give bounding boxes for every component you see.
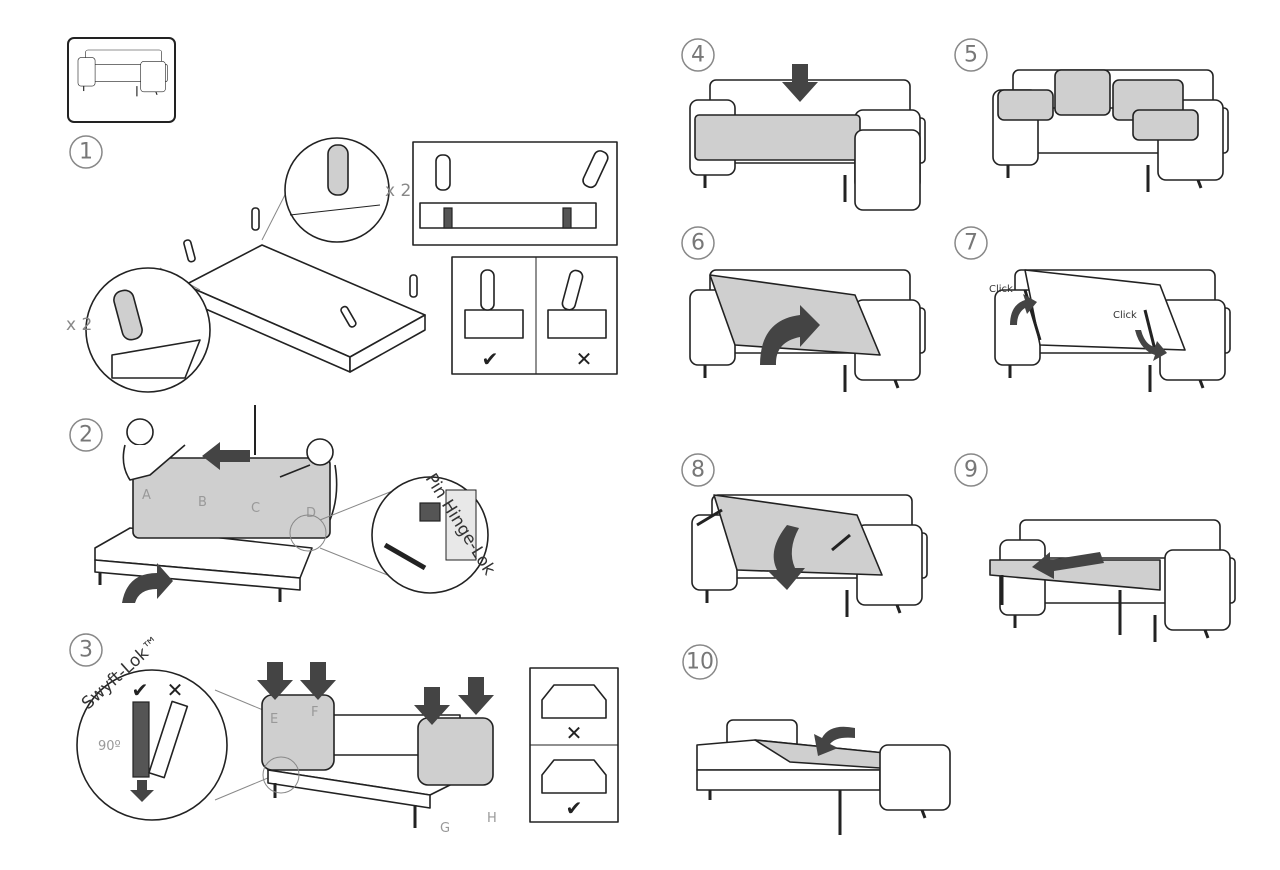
correct-mark: ✔	[566, 796, 583, 820]
step-10-fold-out-bed	[696, 719, 951, 835]
hinge-label-b: B	[198, 495, 207, 510]
step-number-10: 10	[686, 650, 714, 675]
step-1-attach-legs: x 2 x 2 ✔ ✕	[66, 137, 618, 393]
backrest	[132, 457, 331, 539]
step-number-9: 9	[964, 458, 978, 483]
step-number-2: 2	[79, 423, 93, 448]
zoom-wrong-mark: ✕	[167, 678, 184, 702]
hinge-label-d: D	[306, 506, 316, 521]
step-number-4: 4	[691, 43, 705, 68]
angle-label: 90º	[98, 739, 121, 754]
step-5-place-cushions	[991, 68, 1230, 194]
step-7-lock-supports: Click Click	[989, 268, 1232, 394]
click-label-right: Click	[1113, 310, 1137, 321]
bracket-label-f: F	[311, 705, 318, 720]
zoom-correct-mark: ✔	[132, 678, 149, 702]
bracket-label-h: H	[487, 811, 497, 826]
bracket-label-g: G	[440, 821, 450, 836]
step-4-place-seat	[688, 64, 927, 211]
step-2-attach-backrest: A B C D Pin Hinge-Lok	[94, 405, 499, 603]
quantity-label: x 2	[385, 181, 411, 201]
step-number-1: 1	[79, 140, 93, 165]
step-3-attach-armrests: Swyft-Lok™ ✔ ✕ 90º E F G H ✕ ✔	[76, 632, 619, 836]
hinge-label-c: C	[251, 501, 260, 516]
step-number-7: 7	[964, 231, 978, 256]
product-thumbnail	[67, 37, 176, 123]
wrong-mark: ✕	[576, 347, 593, 371]
step-number-5: 5	[964, 43, 978, 68]
quantity-label: x 2	[66, 315, 92, 335]
hinge-label-a: A	[142, 488, 151, 503]
right-armrest	[417, 717, 494, 786]
step-9-pull-out-seat	[989, 518, 1237, 644]
step-8-lower-seat	[690, 493, 929, 619]
wrong-mark: ✕	[566, 721, 583, 745]
bracket-label-e: E	[270, 712, 278, 727]
click-label-left: Click	[989, 284, 1013, 295]
step-6-lift-seat	[688, 268, 927, 394]
step-number-6: 6	[691, 231, 705, 256]
step-numbers: 1 2 3 4 5 6 7 8 9 10	[69, 38, 988, 680]
correct-mark: ✔	[482, 347, 499, 371]
step-number-8: 8	[691, 458, 705, 483]
step-number-3: 3	[79, 638, 93, 663]
swyft-lok-zoom	[76, 669, 228, 821]
